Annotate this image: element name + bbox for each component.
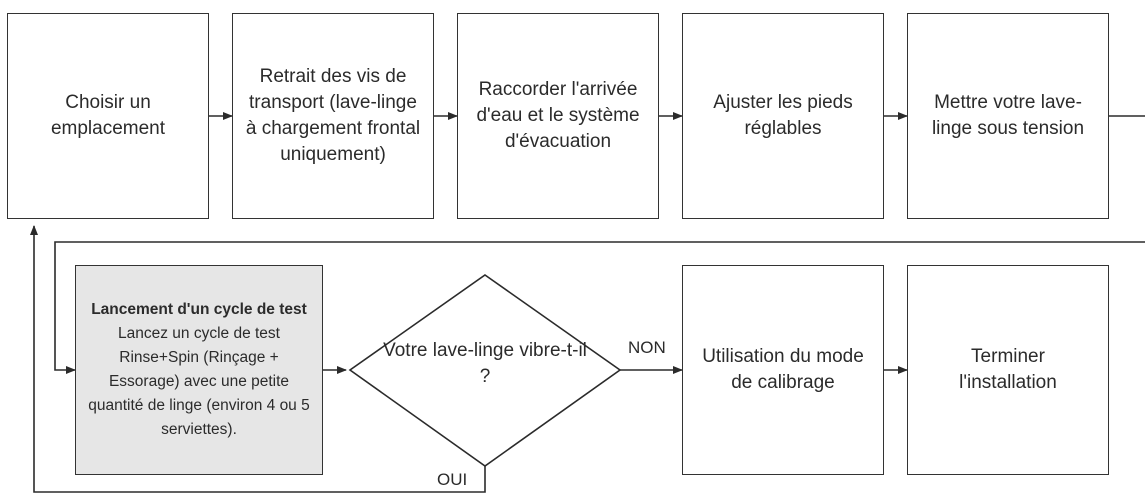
step-choose-location-text: Choisir un emplacement [50, 91, 166, 139]
step-test-cycle-body: Lancez un cycle de test Rinse+Spin (Rinç… [88, 324, 310, 439]
label-no: NON [628, 338, 666, 357]
step-calibration-mode: Utilisation du mode de calibrage [682, 265, 884, 475]
connector-return [54, 241, 1145, 374]
step-connect-water: Raccorder l'arrivée d'eau et le système … [457, 13, 659, 219]
step-remove-transport-bolts: Retrait des vis de transport (lave-linge… [232, 13, 434, 219]
label-yes: OUI [437, 470, 468, 489]
step-finish-install-text: Terminer l'installation [959, 345, 1057, 393]
step-connect-water-text: Raccorder l'arrivée d'eau et le système … [476, 78, 640, 152]
step-choose-location: Choisir un emplacement [7, 13, 209, 219]
step-power-on-text: Mettre votre lave-linge sous tension [931, 91, 1085, 139]
step-calibration-mode-text: Utilisation du mode de calibrage [702, 345, 864, 393]
step-power-on: Mettre votre lave-linge sous tension [907, 13, 1109, 219]
step-finish-install: Terminer l'installation [907, 265, 1109, 475]
connector-yes-loop [30, 225, 486, 493]
step-adjust-feet-text: Ajuster les pieds réglables [713, 91, 853, 139]
step-test-cycle-title: Lancement d'un cycle de test [91, 300, 307, 318]
decision-question: Votre lave-linge vibre-t-il ? [383, 340, 587, 388]
step-test-cycle: Lancement d'un cycle de test Lancez un c… [75, 265, 323, 475]
decision-diamond [348, 274, 622, 467]
step-remove-transport-bolts-text: Retrait des vis de transport (lave-linge… [245, 65, 421, 166]
step-adjust-feet: Ajuster les pieds réglables [682, 13, 884, 219]
